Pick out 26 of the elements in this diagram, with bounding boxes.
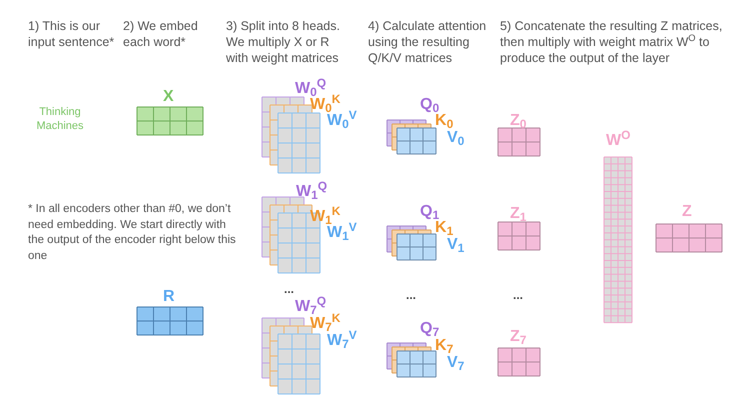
step-heading: 2) We embed each word*: [123, 18, 199, 50]
matrix-label: Z: [682, 203, 693, 221]
matrix-label: Q$_{1}$: [420, 203, 440, 221]
matrix-label: Z$_{7}$: [510, 328, 528, 346]
matrix-label: W$^{O}$: [606, 132, 632, 150]
matrix-label: V$_{1}$: [447, 236, 466, 254]
matrix-label: Z$_{1}$: [510, 205, 528, 223]
matrix-label: X: [163, 88, 175, 106]
ellipsis-text: ...: [513, 287, 524, 304]
matrix-label: Q$_{7}$: [420, 320, 440, 338]
ellipsis-text: ...: [284, 281, 296, 298]
matrix-label: Z$_{0}$: [510, 112, 528, 130]
step-heading: 5) Concatenate the resulting Z matrices, then multiply with weight matrix W$^{O}$ to produce the output of the layer: [500, 18, 724, 66]
matrix-label: R: [163, 288, 176, 306]
ellipsis-text: ...: [406, 287, 418, 304]
step-heading: 3) Split into 8 heads. We multiply X or R with weight matrices: [226, 18, 341, 66]
step-heading: 1) This is our input sentence*: [28, 18, 116, 50]
matrix-label: V$_{7}$: [447, 354, 466, 372]
step-heading: 4) Calculate attention using the resulting Q/K/V matrices: [368, 18, 488, 66]
footnote-text: * In all encoders other than #0, we don’t need embedding. We start directly with the output of the encoder right below this one: [28, 202, 237, 264]
word-label: Thinking Machines: [35, 105, 85, 133]
matrix-label: K$_{0}$: [435, 112, 454, 130]
matrix-label: Q$_{0}$: [420, 96, 440, 114]
matrix-label: K$_{7}$: [435, 337, 454, 355]
matrix-label: V$_{0}$: [447, 129, 466, 147]
matrix-label: K$_{1}$: [435, 219, 454, 237]
